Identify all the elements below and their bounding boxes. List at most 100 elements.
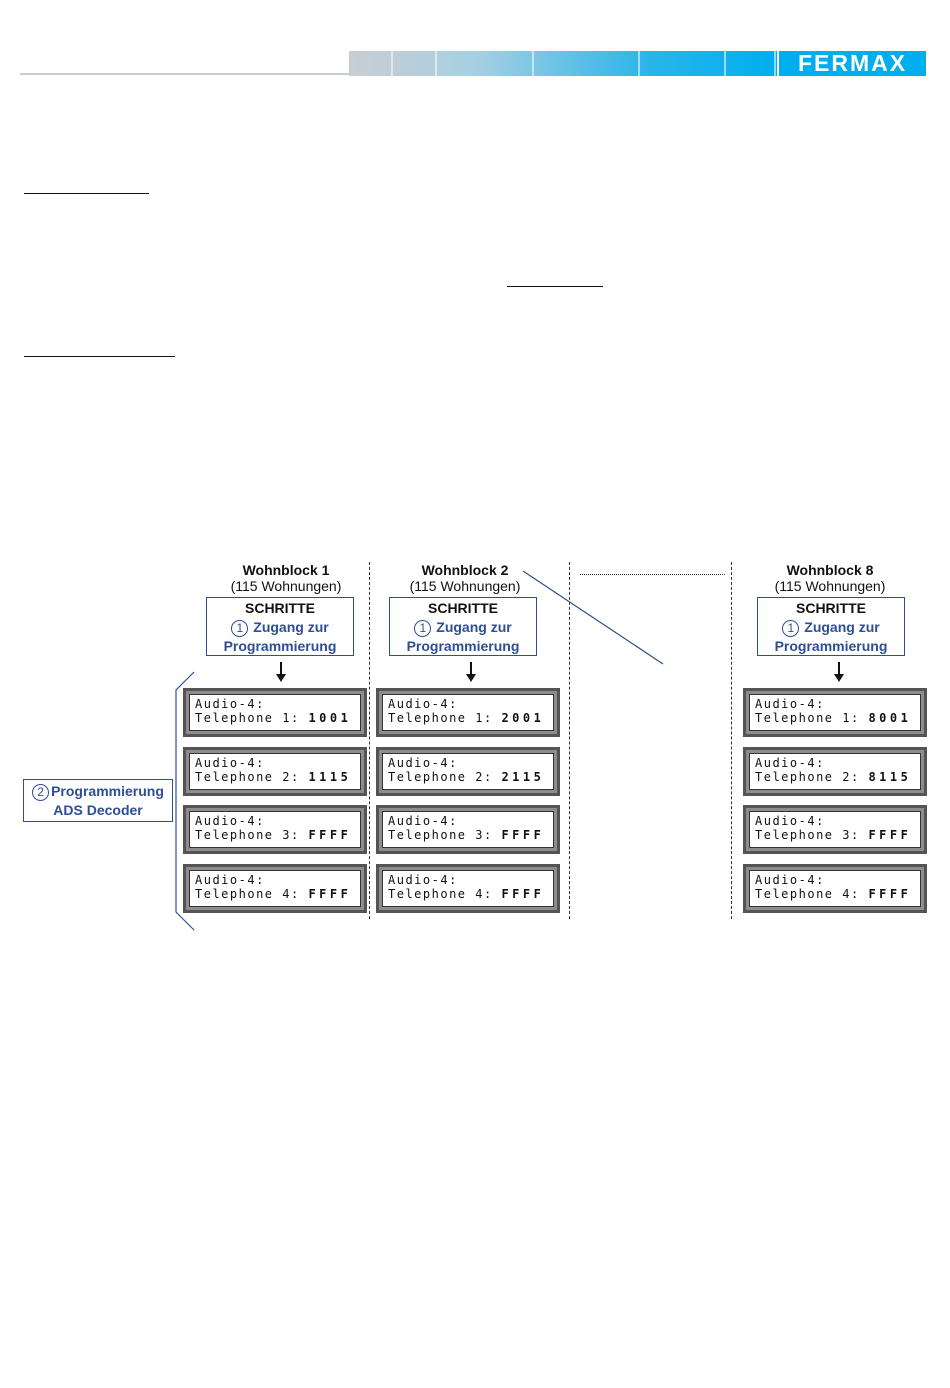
lcd-value: 1115 <box>308 770 352 784</box>
lcd-screen: Audio-4:Telephone 3: FFFF <box>189 811 361 848</box>
lcd-screen: Audio-4:Telephone 4: FFFF <box>189 870 361 907</box>
block-8-title: Wohnblock 8 <box>786 562 874 578</box>
lcd-label: Telephone 3: <box>388 828 493 842</box>
lcd-screen: Audio-4:Telephone 4: FFFF <box>749 870 921 907</box>
lcd-value: 8115 <box>868 770 912 784</box>
lcd-value: 2001 <box>501 711 545 725</box>
section-underline-3 <box>24 356 175 357</box>
lcd-value: FFFF <box>868 887 912 901</box>
lcd-screen: Audio-4:Telephone 2: 8115 <box>749 753 921 790</box>
block-2-subtitle: (115 Wohnungen) <box>409 578 521 594</box>
step-1-line1: Zugang zur <box>253 618 329 635</box>
column-separator <box>569 562 570 919</box>
block-2-title: Wohnblock 2 <box>421 562 509 578</box>
lcd-line1: Audio-4: <box>755 814 825 828</box>
steps-label: SCHRITTE <box>245 600 315 616</box>
lcd-line1: Audio-4: <box>388 697 458 711</box>
lcd-label: Telephone 4: <box>195 887 300 901</box>
lcd-value: FFFF <box>501 828 545 842</box>
lcd-value: FFFF <box>308 828 352 842</box>
lcd-display: Audio-4:Telephone 1: 8001 <box>743 688 927 737</box>
lcd-screen: Audio-4:Telephone 3: FFFF <box>382 811 554 848</box>
section-underline-1 <box>24 193 149 194</box>
step-1-line2: Programmierung <box>774 637 888 654</box>
step-1-line1: Zugang zur <box>436 618 512 635</box>
down-arrow-icon <box>466 662 476 682</box>
lcd-display: Audio-4:Telephone 4: FFFF <box>183 864 367 913</box>
lcd-display: Audio-4:Telephone 3: FFFF <box>743 805 927 854</box>
lcd-label: Telephone 4: <box>388 887 493 901</box>
lcd-line1: Audio-4: <box>388 756 458 770</box>
lcd-label: Telephone 2: <box>195 770 300 784</box>
lcd-label: Telephone 1: <box>195 711 300 725</box>
lcd-display: Audio-4:Telephone 3: FFFF <box>183 805 367 854</box>
lcd-display: Audio-4:Telephone 1: 1001 <box>183 688 367 737</box>
lcd-label: Telephone 1: <box>755 711 860 725</box>
column-separator <box>731 562 732 919</box>
lcd-value: FFFF <box>501 887 545 901</box>
lcd-label: Telephone 2: <box>388 770 493 784</box>
lcd-display: Audio-4:Telephone 3: FFFF <box>376 805 560 854</box>
step-2-line2: ADS Decoder <box>53 802 143 818</box>
step-1-circle-icon: 1 <box>414 619 432 637</box>
brand-text: FERMAX <box>797 50 908 76</box>
block-1-title: Wohnblock 1 <box>242 562 330 578</box>
lcd-value: 1001 <box>308 711 352 725</box>
lcd-label: Telephone 2: <box>755 770 860 784</box>
lcd-value: 2115 <box>501 770 545 784</box>
lcd-line1: Audio-4: <box>755 873 825 887</box>
down-arrow-icon <box>276 662 286 682</box>
lcd-line1: Audio-4: <box>195 873 265 887</box>
lcd-screen: Audio-4:Telephone 4: FFFF <box>382 870 554 907</box>
lcd-line1: Audio-4: <box>755 756 825 770</box>
lcd-screen: Audio-4:Telephone 3: FFFF <box>749 811 921 848</box>
lcd-screen: Audio-4:Telephone 1: 1001 <box>189 694 361 731</box>
lcd-display: Audio-4:Telephone 2: 8115 <box>743 747 927 796</box>
step-1-line2: Programmierung <box>223 637 337 654</box>
lcd-value: FFFF <box>308 887 352 901</box>
lcd-value: FFFF <box>868 828 912 842</box>
lcd-label: Telephone 3: <box>195 828 300 842</box>
down-arrow-icon <box>834 662 844 682</box>
step-2-circle-icon: 2 <box>32 784 50 801</box>
step-1-line2: Programmierung <box>406 637 520 654</box>
step-1-line1: Zugang zur <box>804 618 880 635</box>
header-rule <box>20 73 350 75</box>
steps-label: SCHRITTE <box>428 600 498 616</box>
lcd-display: Audio-4:Telephone 1: 2001 <box>376 688 560 737</box>
column-separator <box>369 562 370 919</box>
lcd-line1: Audio-4: <box>388 873 458 887</box>
section-underline-2 <box>507 286 603 287</box>
lcd-line1: Audio-4: <box>755 697 825 711</box>
lcd-screen: Audio-4:Telephone 2: 1115 <box>189 753 361 790</box>
lcd-label: Telephone 1: <box>388 711 493 725</box>
lcd-value: 8001 <box>868 711 912 725</box>
steps-label: SCHRITTE <box>796 600 866 616</box>
step-2-line1: Programmierung <box>51 783 164 799</box>
block-8-subtitle: (115 Wohnungen) <box>774 578 886 594</box>
header-gradient-bar <box>349 51 777 76</box>
lcd-line1: Audio-4: <box>195 697 265 711</box>
lcd-display: Audio-4:Telephone 4: FFFF <box>743 864 927 913</box>
lcd-label: Telephone 4: <box>755 887 860 901</box>
lcd-line1: Audio-4: <box>388 814 458 828</box>
lcd-line1: Audio-4: <box>195 756 265 770</box>
step-1-circle-icon: 1 <box>782 619 800 637</box>
ellipsis-dotted-line <box>580 574 725 575</box>
lcd-display: Audio-4:Telephone 2: 1115 <box>183 747 367 796</box>
lcd-screen: Audio-4:Telephone 2: 2115 <box>382 753 554 790</box>
step-1-circle-icon: 1 <box>231 619 249 637</box>
lcd-label: Telephone 3: <box>755 828 860 842</box>
fermax-logo: FERMAX <box>779 51 926 76</box>
lcd-display: Audio-4:Telephone 2: 2115 <box>376 747 560 796</box>
lcd-screen: Audio-4:Telephone 1: 2001 <box>382 694 554 731</box>
lcd-display: Audio-4:Telephone 4: FFFF <box>376 864 560 913</box>
lcd-line1: Audio-4: <box>195 814 265 828</box>
block-1-subtitle: (115 Wohnungen) <box>230 578 342 594</box>
lcd-screen: Audio-4:Telephone 1: 8001 <box>749 694 921 731</box>
